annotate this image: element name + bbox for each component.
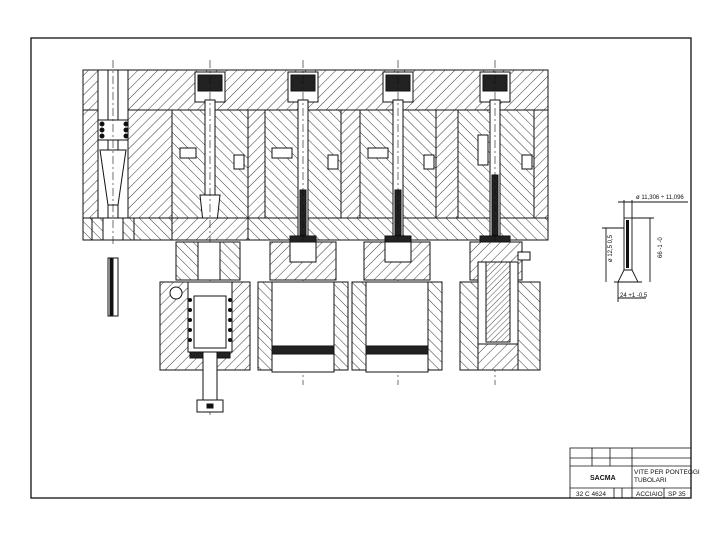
part-detail (602, 200, 688, 302)
upper-die-assembly (82, 69, 549, 243)
title-description-line2: TUBOLARI (634, 477, 667, 484)
sheet-code: SP 35 (668, 491, 686, 498)
lower-die-assembly (159, 241, 541, 413)
company-name: SACMA (590, 475, 616, 482)
material: ACCIAIO (636, 491, 663, 498)
title-block (569, 447, 692, 499)
wire-blank (107, 257, 119, 317)
part-dimensions: ø 11,306 ÷ 11,096 ø 12,5 0,5 66 -1 -0 24… (608, 195, 684, 299)
title-block-text: VITE PER PONTEGGI TUBOLARI SACMA 32 C 46… (576, 469, 700, 498)
drawing-border (30, 37, 692, 499)
dim-length-main: 66 -1 -0 (658, 237, 664, 258)
title-description-line1: VITE PER PONTEGGI (634, 469, 700, 476)
dim-length-lower: 24 +1 -0,5 (620, 293, 648, 299)
dim-head-diameter: ø 12,5 0,5 (608, 234, 614, 262)
drawing-number: 32 C 4624 (576, 491, 606, 498)
dim-outer-diameter: ø 11,306 ÷ 11,096 (636, 195, 684, 201)
